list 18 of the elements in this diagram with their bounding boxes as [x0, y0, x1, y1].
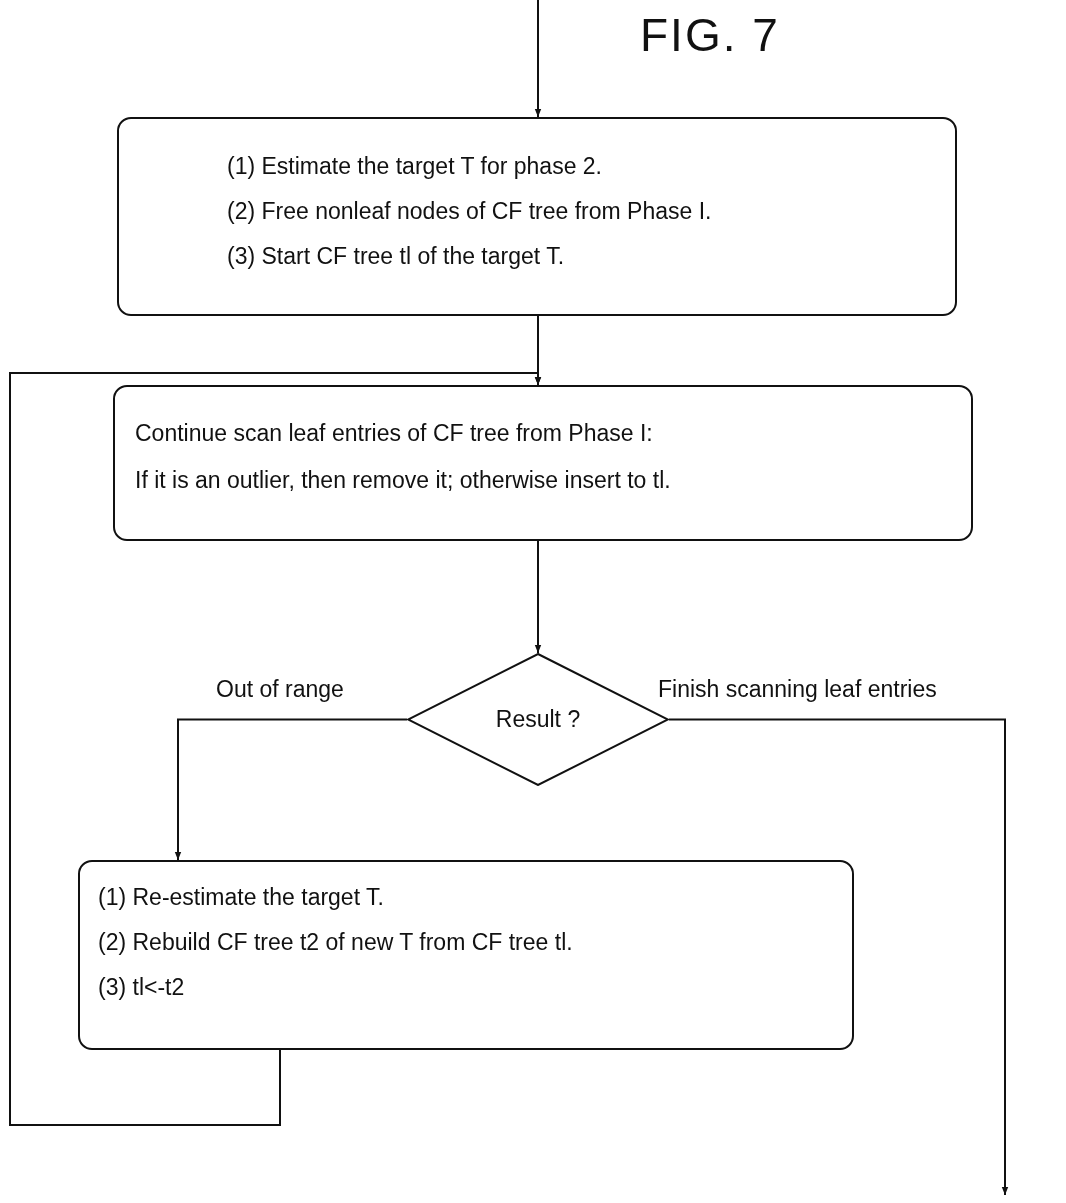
step-text: (2) Free nonleaf nodes of CF tree from Phase I.	[227, 200, 712, 223]
arrow	[9, 372, 542, 1126]
step-text: If it is an outlier, then remove it; otherwise insert to tl.	[135, 469, 671, 492]
step-text: (3) tl<-t2	[98, 976, 185, 999]
figure-title: FIG. 7	[640, 8, 780, 62]
arrow	[534, 540, 542, 654]
step-text: (1) Re-estimate the target T.	[98, 886, 384, 909]
arrow	[668, 718, 1009, 1196]
step-text: (3) Start CF tree tl of the target T.	[227, 245, 565, 268]
decision-text: Result ?	[494, 704, 582, 734]
step-text: (2) Rebuild CF tree t2 of new T from CF tree tl.	[98, 931, 573, 954]
step-text: (1) Estimate the target T for phase 2.	[227, 155, 602, 178]
process-box	[113, 385, 973, 541]
process-box	[117, 117, 957, 316]
step-text: Continue scan leaf entries of CF tree from Phase I:	[135, 422, 653, 445]
arrow	[534, 0, 542, 118]
process-box	[78, 860, 854, 1050]
arrow	[174, 718, 408, 861]
